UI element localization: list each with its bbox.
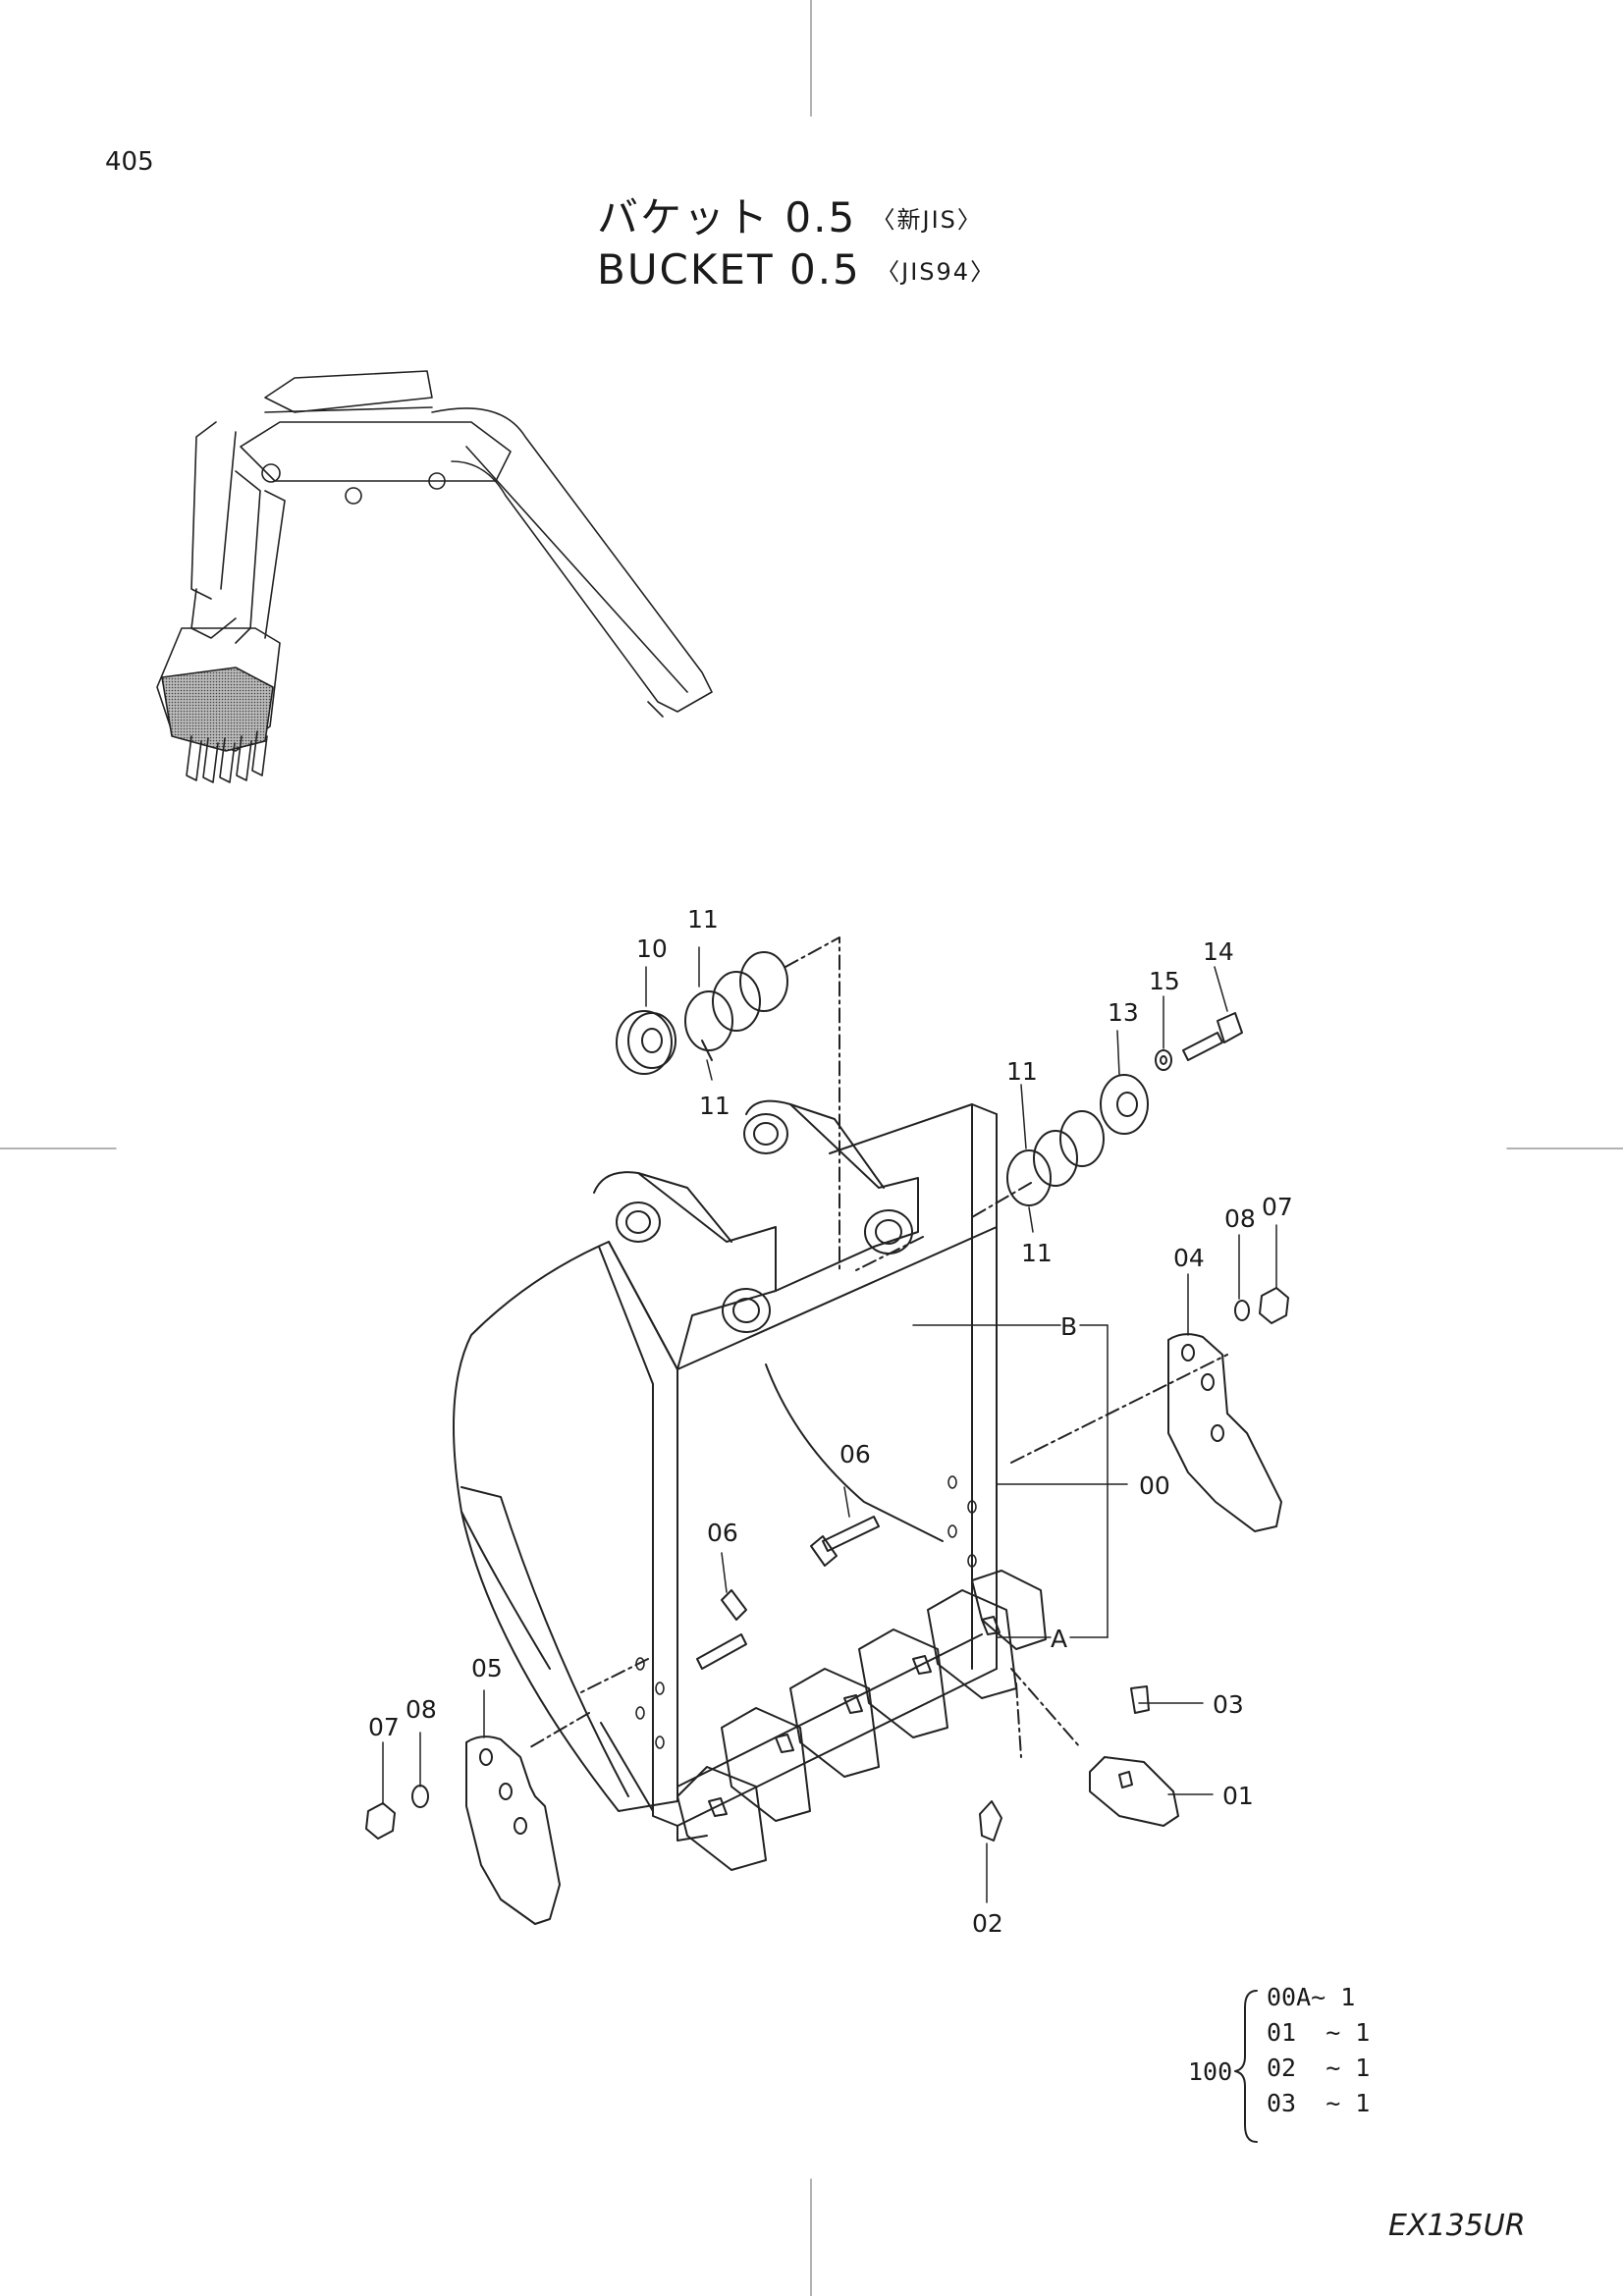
- kit-brace: [1234, 1990, 1258, 2143]
- bucket-body: [453, 1103, 998, 1842]
- callout-08-left: 08: [406, 1695, 437, 1724]
- title-en-main: BUCKET: [597, 245, 775, 294]
- page-number: 405: [105, 147, 154, 177]
- bucket-teeth: [676, 1570, 1047, 1871]
- callout-B: B: [1060, 1312, 1077, 1341]
- title-jp-size: 0.5: [784, 193, 857, 241]
- part-14-bolt: [1182, 1012, 1243, 1061]
- part-03-lock: [1130, 1685, 1150, 1714]
- callout-14: 14: [1203, 937, 1234, 966]
- callout-10: 10: [636, 934, 668, 963]
- dash-dot-centerlines: [529, 936, 1228, 1758]
- callout-11-right-top: 11: [1006, 1057, 1038, 1086]
- part-13-plate: [1100, 1074, 1149, 1135]
- leader-lines: [382, 946, 1277, 1903]
- part-06-bolt-lower: [696, 1589, 747, 1670]
- title-en-tag: 〈JIS94〉: [876, 258, 997, 286]
- callout-08-right: 08: [1224, 1204, 1256, 1233]
- callout-06-upper: 06: [839, 1440, 871, 1468]
- callout-13: 13: [1108, 998, 1139, 1027]
- callout-05: 05: [471, 1654, 503, 1682]
- callout-11-right-bottom: 11: [1021, 1239, 1053, 1267]
- model-code: EX135UR: [1388, 2209, 1526, 2243]
- part-08-washer-right: [1234, 1300, 1250, 1321]
- callout-02: 02: [972, 1909, 1003, 1938]
- callout-07-left: 07: [368, 1713, 400, 1741]
- kit-assembly-number: 100: [1188, 2057, 1233, 2086]
- part-11-shims-right: [1006, 1110, 1105, 1206]
- part-04-side-cutter: [1167, 1333, 1282, 1532]
- part-15-washer: [1155, 1049, 1172, 1071]
- title-japanese: バケット 0.5 〈新JIS〉: [597, 185, 983, 244]
- callout-06-lower: 06: [707, 1519, 738, 1547]
- hinge-brackets: [593, 1099, 919, 1370]
- title-english: BUCKET 0.5 〈JIS94〉: [597, 245, 996, 294]
- kit-line: 02 ~ 1: [1267, 2054, 1371, 2082]
- kit-line: 03 ~ 1: [1267, 2089, 1371, 2117]
- overview-bucket-teeth: [186, 730, 268, 783]
- callout-15: 15: [1149, 967, 1180, 995]
- callout-01: 01: [1222, 1782, 1254, 1810]
- part-08-washer-left: [411, 1785, 429, 1808]
- part-06-bolt-upper: [810, 1516, 880, 1567]
- part-11-shims-upper: [684, 951, 788, 1061]
- part-02-pin: [979, 1800, 1002, 1842]
- callout-11-upper-top: 11: [687, 905, 719, 934]
- callout-A: A: [1051, 1625, 1067, 1653]
- part-07-nut-left: [365, 1802, 396, 1840]
- callout-00: 00: [1139, 1471, 1170, 1500]
- title-jp-tag: 〈新JIS〉: [871, 206, 983, 234]
- callout-03: 03: [1213, 1690, 1244, 1719]
- title-jp-main: バケット: [597, 193, 771, 241]
- kit-line: 01 ~ 1: [1267, 2018, 1371, 2047]
- part-01-tooth: [1089, 1756, 1179, 1827]
- callout-04: 04: [1173, 1244, 1205, 1272]
- callout-11-upper-bottom: 11: [699, 1092, 730, 1120]
- callout-07-right: 07: [1262, 1193, 1293, 1221]
- part-05-side-cutter: [465, 1735, 561, 1925]
- overview-bucket-shaded: [161, 667, 274, 752]
- part-07-nut-right: [1259, 1287, 1289, 1324]
- part-10-collar: [616, 1010, 676, 1075]
- kit-line: 00A~ 1: [1267, 1983, 1356, 2011]
- title-en-size: 0.5: [788, 245, 861, 294]
- callout-labels: 10 11 11 11 11 13 14 15 B 00 A 04 08 07 …: [368, 905, 1293, 1938]
- side-holes: [635, 1475, 977, 1749]
